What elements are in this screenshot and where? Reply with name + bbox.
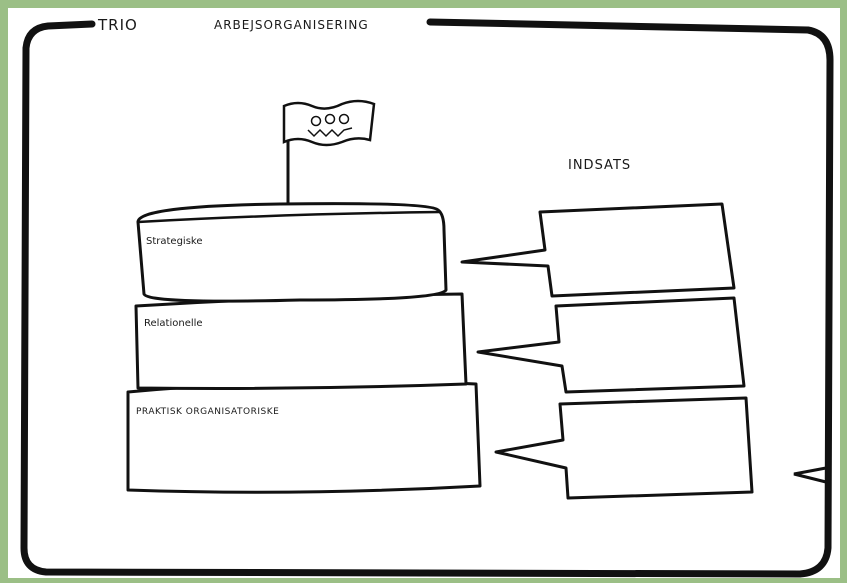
layer-relationelle-box bbox=[136, 294, 466, 389]
layer-praktisk-box bbox=[128, 381, 480, 492]
layer-label-strategiske: Strategiske bbox=[146, 236, 203, 247]
title-trio: TRIO bbox=[98, 16, 138, 34]
indsats-heading: INDSATS bbox=[568, 158, 631, 173]
layer-strategiske-box bbox=[138, 204, 446, 302]
layer-label-relationelle: Relationelle bbox=[144, 318, 203, 329]
title-arbejsorganisering: ARBEJSORGANISERING bbox=[214, 18, 369, 32]
layer-label-praktisk: PRAKTISK ORGANISATORISKE bbox=[136, 407, 279, 417]
